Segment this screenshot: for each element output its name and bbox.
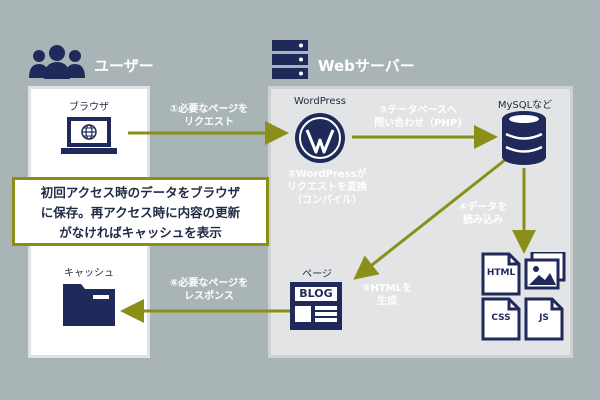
step-2-label: ②WordPressが リクエストを変換 （コンパイル） — [287, 169, 367, 206]
html-file-label: HTML — [486, 268, 516, 278]
html-file-icon — [481, 252, 521, 296]
cache-label: キャッシュ — [64, 268, 114, 279]
users-icon — [29, 45, 85, 79]
wordpress-logo-icon — [295, 113, 345, 163]
logo-char: ろ — [543, 37, 563, 61]
step-3-label: ③テータベースへ 問い合わせ（PHP) — [374, 105, 462, 129]
wordpress-label: WordPress — [293, 96, 347, 107]
blog-page-image-block — [295, 306, 311, 322]
step-4-label: ④データを 読み込み — [458, 202, 508, 226]
image-file-icon — [524, 252, 566, 290]
user-header: ユーザー — [94, 57, 154, 75]
css-file-icon — [481, 297, 521, 341]
blog-page-title: BLOG — [295, 287, 337, 301]
step-5-label: ⑤HTMLを 生成 — [362, 283, 412, 307]
laptop-browser-icon — [61, 117, 117, 154]
js-file-icon — [524, 297, 564, 341]
css-file-label: CSS — [491, 313, 511, 323]
mysql-label: MySQLなど — [497, 100, 553, 111]
server-stack-icon — [272, 40, 308, 79]
page-label: ページ — [302, 269, 332, 280]
blog-page-text-line — [315, 318, 337, 322]
blog-page-icon: BLOG — [290, 282, 342, 330]
folder-icon — [63, 284, 115, 326]
cache-note-box: 初回アクセス時のデータをブラウザ に保存。再アクセス時に内容の更新 がなければキ… — [12, 177, 269, 246]
logo-char: く — [571, 37, 591, 61]
logo-char: こ — [543, 9, 563, 33]
komaroku-logo: こ ま ろ く — [540, 8, 594, 62]
js-file-label: JS — [539, 313, 549, 323]
blog-page-text-line — [315, 306, 337, 310]
step-1-label: ①必要なページを リクエスト — [169, 104, 249, 128]
arrow-generate — [353, 158, 506, 280]
database-icon — [502, 111, 546, 165]
step-6-label: ⑥必要なページを レスポンス — [169, 278, 249, 302]
logo-char: ま — [571, 9, 591, 33]
blog-page-text-line — [315, 312, 337, 316]
browser-label: ブラウザ — [69, 102, 109, 113]
server-header: Webサーバー — [318, 57, 415, 75]
